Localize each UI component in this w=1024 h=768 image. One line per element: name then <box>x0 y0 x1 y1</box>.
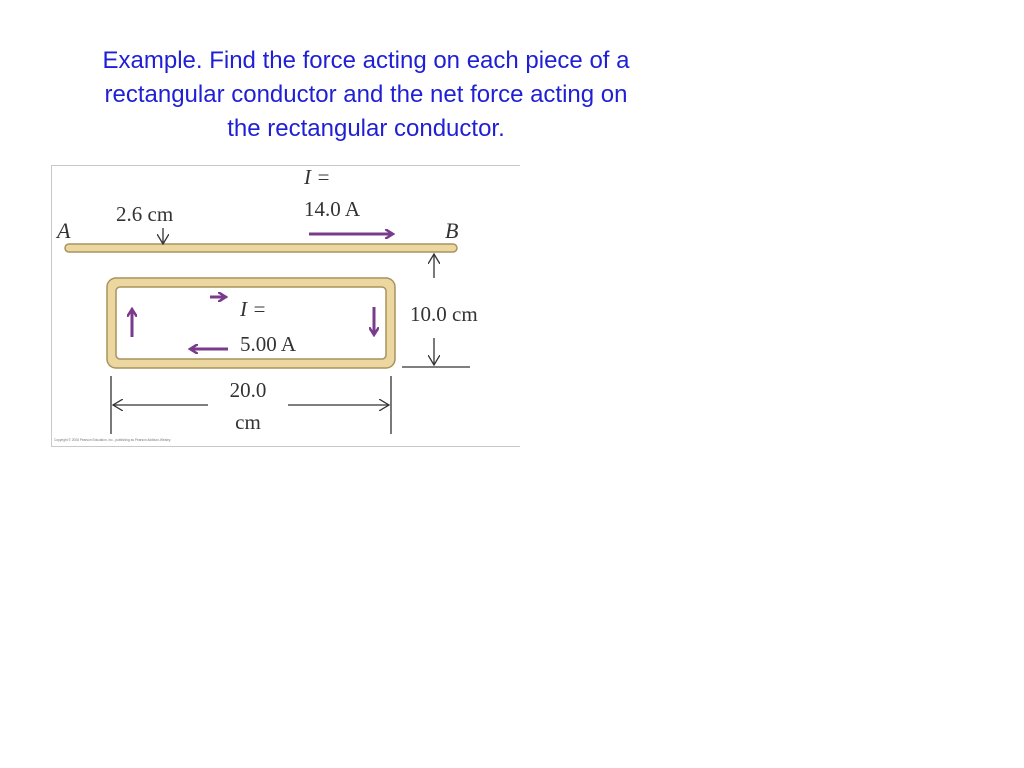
loop-current-label-1: I = <box>239 297 266 321</box>
title-line-1: Example. Find the force acting on each p… <box>102 47 630 74</box>
gap-label: 2.6 cm <box>116 202 173 226</box>
title-line-2: rectangular conductor and the net force … <box>104 81 628 108</box>
copyright-text: Copyright © 2008 Pearson Education, Inc.… <box>54 438 171 442</box>
rectangular-loop-inner <box>115 286 387 360</box>
wire-label-a: A <box>55 218 71 243</box>
conductor-figure: A B I = 14.0 A 2.6 cm I = 5.00 A 10.0 cm… <box>51 165 520 447</box>
width-label-1: 20.0 <box>230 378 267 402</box>
slide-title: Example. Find the force acting on each p… <box>60 44 672 146</box>
height-label: 10.0 cm <box>410 302 478 326</box>
title-line-3: the rectangular conductor. <box>227 115 505 142</box>
wire-current-label-1: I = <box>303 166 330 189</box>
width-label-2: cm <box>235 410 261 434</box>
loop-current-label-2: 5.00 A <box>240 332 297 356</box>
long-wire <box>64 243 458 253</box>
figure-svg: A B I = 14.0 A 2.6 cm I = 5.00 A 10.0 cm… <box>54 166 478 442</box>
wire-label-b: B <box>445 218 458 243</box>
wire-current-label-2: 14.0 A <box>304 197 361 221</box>
